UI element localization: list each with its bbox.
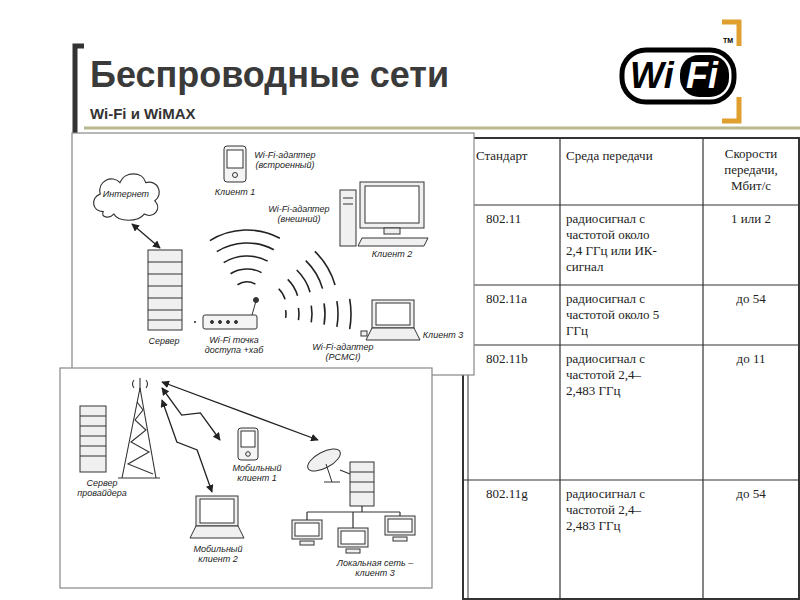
access-point-icon	[203, 298, 259, 330]
header-bracket	[75, 46, 800, 146]
table-cell: радиосигнал с частотой около 2,4 ГГц или…	[566, 211, 666, 275]
wifi-panel	[72, 133, 474, 375]
pda-icon	[224, 146, 246, 182]
radio-wave	[231, 269, 262, 274]
table-cell: 1 или 2	[706, 211, 796, 227]
provider-server-node: Сервер провайдера	[68, 376, 162, 504]
mobile-client-node: Мобильный клиент 2	[182, 492, 256, 574]
radio-wave	[217, 243, 274, 252]
radio-wave	[224, 256, 268, 263]
node-label: Сервер провайдера	[70, 478, 134, 499]
table-cell: до 54	[706, 291, 796, 307]
table-cell: 802.11g	[486, 486, 556, 502]
radio-wave	[210, 230, 280, 241]
table-cell: радиосигнал с частотой 2,4–2,483 ГГц	[566, 351, 666, 399]
node-label: Локальная сеть – клиент 3	[328, 558, 422, 579]
table-cell: до 11	[706, 351, 796, 367]
adapter-label: Wi-Fi-адаптер (PCMCI)	[308, 342, 378, 363]
radio-link-arrow	[162, 388, 220, 440]
wifi-logo	[622, 22, 739, 121]
radio-wave	[323, 303, 326, 324]
table-header: Среда передачи	[566, 148, 700, 164]
standards-table	[463, 138, 799, 599]
server-icon	[148, 250, 182, 330]
logo-text: Wi	[630, 58, 682, 94]
node-label: Клиент 2	[360, 249, 424, 259]
radio-wave	[350, 299, 351, 329]
radio-wave	[288, 279, 298, 295]
node-label: Wi-Fi точка доступа +хаб	[198, 335, 270, 356]
radio-wave	[337, 301, 338, 327]
lan-pc-icons	[292, 516, 415, 553]
table-header: Скорости передачи, Мбит/с	[706, 146, 796, 194]
table-cell: 802.11b	[486, 351, 556, 367]
radio-wave	[306, 261, 323, 289]
pda-icon	[238, 428, 258, 460]
node-label: Клиент 3	[420, 330, 466, 340]
adapter-label: Wi-Fi-адаптер (встроенный)	[250, 150, 320, 171]
local-network-node: Локальная сеть – клиент 3	[288, 440, 426, 586]
radio-link-arrow	[162, 400, 212, 492]
desktop-pc-icon	[340, 182, 428, 246]
radio-wave	[310, 306, 312, 323]
radio-wave	[237, 282, 255, 285]
server-icon-node: Сервер	[134, 248, 194, 352]
subtitle: Wi-Fi и WiMAX	[90, 105, 390, 123]
radio-wave	[285, 310, 287, 318]
connector	[132, 224, 160, 248]
page-title: Беспроводные сети	[90, 55, 449, 95]
radio-tower-icon	[118, 378, 160, 478]
table-header: Стандарт	[476, 148, 558, 164]
connector	[162, 382, 318, 440]
radio-waves	[210, 230, 351, 329]
wimax-panel	[60, 368, 432, 588]
table-cell: до 54	[706, 486, 796, 502]
radio-wave	[298, 308, 300, 320]
adapter-label: Wi-Fi-адаптер (внешний)	[262, 204, 336, 225]
lan-server-icon	[350, 462, 374, 506]
mobile-client-node: Мобильный клиент 1	[220, 424, 294, 488]
radio-wave	[297, 270, 310, 292]
node-label: Клиент 1	[214, 187, 256, 197]
node-label: Мобильный клиент 1	[222, 463, 292, 484]
logo-text: Fi	[686, 58, 726, 94]
radio-wave	[279, 289, 285, 300]
provider-server-icon	[80, 406, 106, 472]
client-node: Клиент 1 Wi-Fi-адаптер (встроенный)	[212, 142, 322, 202]
node-label: Мобильный клиент 2	[184, 544, 252, 565]
connector	[194, 321, 196, 322]
radio-wave	[315, 251, 335, 285]
internet-cloud: Интернет	[88, 166, 164, 224]
node-label: Сервер	[136, 336, 192, 346]
node-label: Интернет	[94, 189, 158, 199]
table-cell: радиосигнал с частотой 2,4–2,483 ГГц	[566, 486, 666, 534]
access-point-node: Wi-Fi точка доступа +хаб	[196, 300, 272, 364]
laptop-icon	[361, 300, 420, 340]
table-cell: радиосигнал с частотой около 5 ГГц	[566, 291, 666, 339]
table-cell: 802.11	[486, 211, 556, 227]
table-cell: 802.11a	[486, 291, 556, 307]
trademark: TM	[723, 37, 737, 44]
satellite-dish-icon	[304, 444, 343, 482]
laptop-icon	[190, 496, 244, 538]
client-node: Клиент 3 Wi-Fi-адаптер (PCMCI)	[306, 296, 468, 366]
client-node: Клиент 2 Wi-Fi-адаптер (внешний)	[260, 178, 430, 262]
